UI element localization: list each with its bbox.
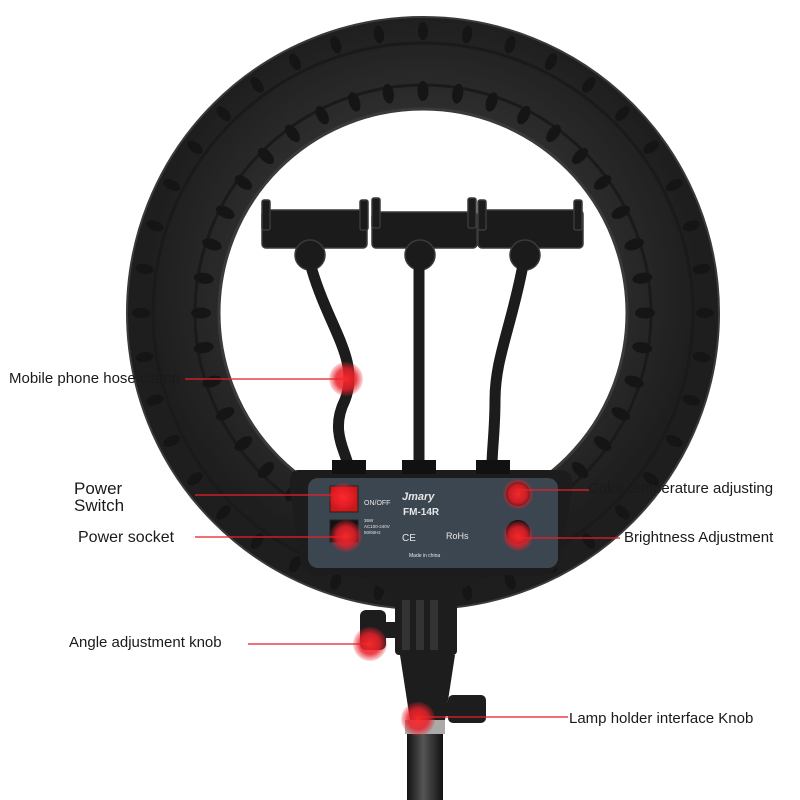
ring-ridges [132, 22, 714, 604]
ring-ridge [250, 77, 264, 93]
red-markers [329, 362, 533, 736]
ring-ridge [417, 81, 429, 101]
ring-ridge [546, 124, 561, 143]
marker-power-switch [329, 483, 357, 511]
spec-line-2: AC100-240V [364, 524, 390, 529]
rohs-mark: RoHs [446, 531, 469, 541]
label-color-temperature-adjusting: Color temperature adjusting [588, 480, 774, 497]
ring-ridge [696, 308, 714, 318]
ring-ridge [202, 238, 222, 251]
ring-ridge [582, 77, 596, 93]
spec-line-1: 36W [364, 518, 374, 523]
ring-ridge [544, 53, 558, 71]
ring-ridge [682, 394, 700, 406]
ce-mark: CE [402, 533, 416, 544]
tripod-pole [407, 734, 443, 800]
ring-ridge [593, 175, 612, 190]
ring-ridge [163, 434, 181, 448]
ring-ridge [615, 106, 630, 121]
ring-ridge [593, 436, 612, 451]
ring-ridge [665, 434, 683, 448]
ring-ridge [373, 25, 385, 44]
ring-ridge [632, 272, 653, 284]
ring-ridge [665, 178, 683, 192]
ring-ridge [517, 105, 531, 125]
ring-ridge [692, 351, 711, 363]
label-angle-adjustment-knob: Angle adjustment knob [69, 634, 222, 651]
ring-ridge [624, 238, 644, 251]
ring-ridge [315, 105, 329, 125]
ring-ridge [288, 555, 302, 573]
ring-ridge [163, 178, 181, 192]
ring-ridge [452, 83, 464, 104]
ring-ridge [288, 53, 302, 71]
label-power-switch: Power Switch [74, 480, 124, 514]
ring-ridge [216, 106, 231, 121]
label-power-switch-line2: Switch [74, 496, 125, 515]
ring-ridge [146, 220, 164, 232]
ring-ridge [635, 307, 655, 319]
ring-ridge [692, 263, 711, 275]
origin-text: Made in china [409, 553, 440, 559]
ring-ridge [215, 205, 235, 219]
ring-ridge [624, 375, 644, 388]
ring-ridge [571, 461, 589, 479]
ring-ridge [135, 351, 154, 363]
ring-ridge [643, 472, 659, 486]
ring-ridge [234, 436, 253, 451]
ring-ridge [611, 205, 631, 219]
ring-ridge [193, 342, 214, 354]
spec-line-3: 50/60Hz [364, 530, 382, 535]
ring-ridge [582, 533, 596, 549]
ring-ridge [146, 394, 164, 406]
ring-ridge [418, 22, 428, 40]
ring-ridge [611, 407, 631, 421]
ring-ridge [257, 147, 275, 165]
marker-angle-knob [353, 627, 387, 661]
phone-clamps [261, 197, 584, 271]
ring-ridge [682, 220, 700, 232]
ring-ridge [216, 505, 231, 520]
ring-ridge [615, 505, 630, 520]
label-mobile-phone-hose-clamp: Mobile phone hose clamp [9, 370, 180, 387]
ring-ridge [193, 272, 214, 284]
ring-ridge [330, 572, 342, 590]
ring-ridge [461, 25, 473, 44]
ring-ridge [234, 175, 253, 190]
switch-label: ON/OFF [364, 500, 390, 507]
ring-ridge [187, 472, 203, 486]
ring-ridge [504, 572, 516, 590]
ring-ridge [257, 461, 275, 479]
ring-ridge [485, 92, 498, 112]
panel-text: ON/OFF Jmary FM-14R 36W AC100-240V 50/60… [364, 491, 469, 559]
label-brightness-adjustment: Brightness Adjustment [624, 529, 774, 546]
ring-ridge [135, 263, 154, 275]
ring-ridge [330, 36, 342, 54]
ring-ridge [632, 342, 653, 354]
model-text: FM-14R [403, 507, 440, 518]
ring-ridge [132, 308, 150, 318]
marker-color-temp [503, 479, 533, 509]
ring-ridge [191, 307, 211, 319]
ring-ridge [382, 83, 394, 104]
brand-text: Jmary [402, 491, 435, 503]
ring-ridge [571, 147, 589, 165]
marker-power-socket [330, 520, 362, 552]
label-lamp-holder-interface-knob: Lamp holder interface Knob [569, 710, 754, 727]
ring-ridge [215, 407, 235, 421]
marker-hose-clamp [329, 362, 363, 396]
ring-ridge [285, 124, 300, 143]
ring-ridge [643, 140, 659, 154]
callout-lines [185, 378, 620, 718]
ring-ridge [187, 140, 203, 154]
label-power-switch-line1: Power [74, 479, 123, 498]
ring-ridge [348, 92, 361, 112]
label-power-socket: Power socket [78, 529, 175, 546]
ring-ridge [504, 36, 516, 54]
marker-brightness [503, 521, 533, 551]
marker-lamp-holder [401, 702, 435, 736]
